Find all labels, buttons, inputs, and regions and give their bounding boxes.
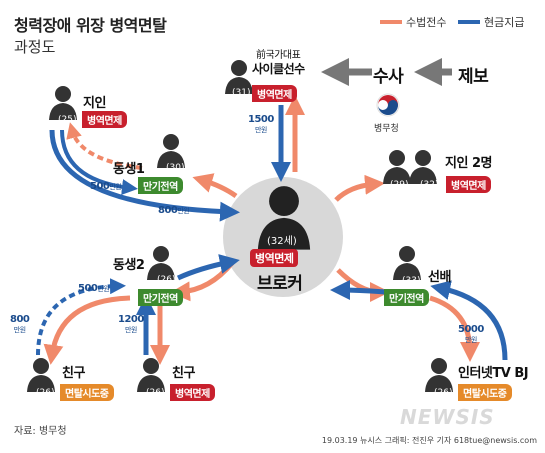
legend-cash-swatch — [458, 20, 480, 24]
arrow-senior-to-broker — [330, 280, 386, 301]
legend-cash: 현금지급 — [458, 14, 524, 30]
cyclist-name-line2: 사이클선수 — [252, 62, 305, 76]
broker-role: 브로커 — [257, 274, 303, 294]
arrow-acq-to-broker — [49, 129, 240, 222]
cyclist-silhouette-icon — [224, 58, 254, 98]
acquaintances2-name: 지인 2명 — [445, 156, 492, 171]
arrow-senior-to-streamer — [429, 295, 480, 362]
brother1-tag: 만기전역 — [138, 177, 183, 194]
senior-name: 선배 — [428, 270, 451, 285]
acquaintance2b-silhouette-icon — [408, 148, 438, 188]
diagram-subtitle: 과정도 — [14, 38, 56, 56]
amount-brother2-from-friend: 500만원 — [78, 283, 110, 294]
arrow-streamer-to-senior — [430, 280, 508, 361]
streamer-age: (26) — [434, 388, 453, 398]
legend-bribe: 수법전수 — [380, 14, 446, 30]
arrow-brother2-to-friend-left — [43, 295, 131, 365]
friend-mid-silhouette-icon — [136, 356, 166, 396]
arrow-acq-to-brother1 — [60, 129, 138, 196]
legend-bribe-label: 수법전수 — [406, 16, 447, 29]
broker-silhouette-icon — [256, 182, 312, 254]
credit-line: 19.03.19 뉴시스 그래픽: 전진우 기자 618tue@newsis.c… — [321, 436, 537, 445]
streamer-silhouette-icon — [424, 356, 454, 396]
cyclist-age: (31) — [232, 88, 251, 98]
acquaintance-silhouette-icon — [48, 84, 78, 124]
arrow-brother1-to-acq — [66, 122, 143, 170]
legend-cash-label: 현금지급 — [484, 16, 525, 29]
watermark: NEWSIS — [400, 405, 495, 429]
senior-silhouette-icon — [392, 244, 422, 284]
arrow-broker-to-brother1 — [192, 173, 238, 199]
arrow-brother2-to-broker — [176, 254, 240, 281]
broker-tag: 병역면제 — [250, 249, 299, 267]
brother1-silhouette-icon — [156, 132, 186, 172]
arrow-broker-to-acq2 — [334, 174, 385, 202]
arrow-friend-left-to-brother2 — [36, 278, 126, 356]
cyclist-name-line1: 前국가대표 — [256, 50, 301, 61]
acquaintance-tag: 병역면제 — [82, 111, 127, 128]
acquaintance-name: 지인 — [83, 96, 106, 111]
friend-left-tag: 면탈시도중 — [60, 384, 114, 401]
senior-tag: 만기전역 — [384, 289, 429, 306]
acquaintance-age: (25) — [58, 115, 77, 125]
brother2-silhouette-icon — [146, 244, 176, 284]
brother2-tag: 만기전역 — [138, 289, 183, 306]
investigation-label: 수사 — [373, 67, 404, 87]
friend-mid-name: 친구 — [172, 366, 195, 381]
legend-bribe-swatch — [380, 20, 402, 24]
brother2-name: 동생2 — [113, 258, 145, 273]
broker-age: (32세) — [267, 236, 297, 247]
mma-logo-icon — [376, 93, 400, 117]
acquaintance2a-silhouette-icon — [382, 148, 412, 188]
brother1-age: (30) — [166, 163, 185, 173]
diagram-title: 청력장애 위장 병역면탈 — [14, 16, 167, 35]
source-note: 자료: 병무청 — [14, 426, 67, 437]
friend-mid-age: (26) — [146, 388, 165, 398]
streamer-name: 인터넷TV BJ — [458, 366, 529, 381]
amount-acq-to-broker: 800만원 — [158, 205, 190, 216]
agency-label: 병무청 — [374, 124, 399, 134]
streamer-tag: 면탈시도중 — [458, 384, 512, 401]
amount-acq-to-brother1: 500만원 — [90, 181, 122, 192]
acquaintances2-age2: (32) — [420, 180, 439, 190]
brother1-name: 동생1 — [113, 162, 145, 177]
acquaintances2-age1: (29) — [390, 180, 409, 190]
senior-age: (33) — [402, 276, 421, 286]
report-label: 제보 — [458, 67, 489, 87]
acquaintances2-tag: 병역면제 — [446, 176, 491, 193]
friend-left-silhouette-icon — [26, 356, 56, 396]
friend-mid-tag: 병역면제 — [170, 384, 215, 401]
cyclist-tag: 병역면제 — [252, 85, 297, 102]
brother2-age: (26) — [157, 275, 176, 285]
friend-left-age: (26) — [36, 388, 55, 398]
friend-left-name: 친구 — [62, 366, 85, 381]
